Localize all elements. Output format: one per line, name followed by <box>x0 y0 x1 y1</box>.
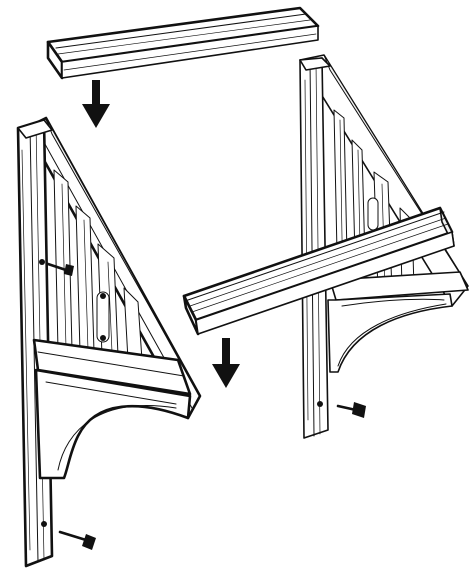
cross-beam <box>182 206 455 336</box>
screw <box>46 262 74 276</box>
down-arrow-icon <box>212 338 240 388</box>
down-arrow-icon <box>82 80 110 128</box>
screw <box>58 530 96 550</box>
top-rail <box>46 6 320 80</box>
screw <box>336 402 366 418</box>
left-bracket <box>16 116 202 568</box>
